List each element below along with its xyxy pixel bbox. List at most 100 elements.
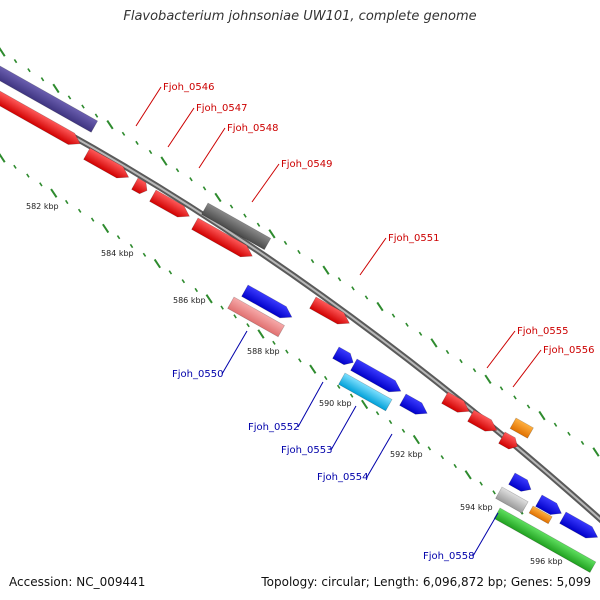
tick-mark-outer [418,331,423,336]
gene-label-leader-line [135,86,162,127]
gene-label[interactable]: Fjoh_0554 [317,472,368,483]
tick-mark-outer [553,422,558,427]
green-gene [493,507,597,573]
gene-label[interactable]: Fjoh_0547 [196,103,247,114]
tick-mark-outer [121,131,126,136]
tick-mark-inner [412,434,420,445]
gene-label[interactable]: Fjoh_0550 [172,369,223,380]
tick-mark-outer [472,368,477,373]
tick-mark-inner [361,399,369,410]
tick-mark-inner [220,305,224,310]
tick-mark-outer [27,68,31,73]
fjoh-0557-gene [508,472,532,492]
gene-label-leader-line [512,349,542,388]
tick-mark-outer [106,120,114,130]
gene-label[interactable]: Fjoh_0556 [543,345,594,356]
tick-mark-outer [580,440,585,446]
gene-label[interactable]: Fjoh_0558 [423,551,474,562]
gene-label-leader-line [330,405,357,451]
tick-mark-outer [526,404,531,409]
tick-mark-outer [13,58,18,64]
fjoh-0550-gene [241,284,293,319]
tick-mark-outer [445,349,450,355]
gene-label-leader-line [198,127,226,169]
map-title: Flavobacterium johnsoniae UW101, complet… [123,9,477,24]
fjoh-0549b-gene [191,217,253,258]
small-red-gene [498,431,518,450]
tick-mark-inner [336,384,341,389]
gene-label[interactable]: Fjoh_0549 [281,159,332,170]
blue-gene-b [535,494,562,515]
tick-mark-inner [26,173,30,178]
fjoh-0551-gene [309,296,350,325]
tick-mark-inner [349,393,354,398]
fjoh-0553-gene [350,358,402,393]
tick-mark-inner [153,258,161,269]
tick-mark-inner [401,428,406,433]
tick-mark-outer [243,213,247,218]
genome-backbone-inner [0,96,600,521]
gene-label[interactable]: Fjoh_0552 [248,422,299,433]
tick-mark-outer [160,156,168,166]
tick-mark-inner [64,199,69,205]
tick-mark-inner [375,411,380,416]
tick-mark-inner [323,375,328,381]
tick-mark-outer [337,277,342,282]
tick-mark-inner [285,349,289,354]
genes-layer [0,65,599,573]
tick-mark-outer [322,265,330,275]
tick-mark-inner [39,182,43,187]
tick-mark-inner [257,329,265,339]
tick-mark-outer [567,431,571,436]
tick-label: 592 kbp [390,450,423,459]
gene-label[interactable]: Fjoh_0553 [281,445,332,456]
tick-label: 582 kbp [26,202,59,211]
tick-mark-inner [272,340,276,345]
tick-mark-inner [205,294,213,304]
tick-mark-outer [135,140,139,146]
tick-label: 584 kbp [101,249,134,258]
tick-mark-inner [479,481,483,486]
tick-mark-outer [430,338,438,348]
gray-gene [201,202,272,251]
orange-gene-top [509,417,534,439]
tick-mark-inner [142,252,147,257]
fjoh-0547-gene [83,147,130,179]
gene-label[interactable]: Fjoh_0548 [227,123,278,134]
tick-mark-outer [67,95,72,100]
purple-gene [0,65,98,133]
tick-label: 590 kbp [319,399,352,408]
tick-mark-outer [94,113,99,118]
gene-label[interactable]: Fjoh_0551 [388,233,439,244]
lightgray-gene [495,486,529,514]
fjoh-0555-gene [441,391,470,413]
tick-mark-outer [538,410,546,421]
tick-mark-inner [77,208,82,213]
tick-mark-outer [499,386,504,391]
tick-mark-inner [50,188,58,198]
gene-label-leader-line [251,163,280,203]
fjoh-0548-gene [131,177,148,195]
tick-label: 586 kbp [173,296,206,305]
tick-mark-inner [440,455,445,460]
orange-gene-bottom [528,505,553,525]
tick-mark-outer [459,358,463,364]
tick-mark-inner [13,164,17,169]
tick-mark-outer [364,295,369,300]
gene-label[interactable]: Fjoh_0546 [163,82,214,93]
tick-mark-outer [0,47,6,57]
tick-mark-outer [513,395,517,400]
tick-mark-inner [464,470,472,480]
tick-mark-outer [229,204,234,209]
tick-label: 596 kbp [530,557,563,566]
accession-text: Accession: NC_009441 [9,575,146,589]
gene-label-leader-line [366,433,393,478]
pink-gene [227,296,285,338]
gene-label-leader-line [472,512,499,557]
tick-mark-inner [116,235,121,240]
gene-label[interactable]: Fjoh_0555 [517,326,568,337]
fjoh-0549-gene [149,189,190,218]
blue-gene-c [559,511,599,539]
tick-mark-outer [214,192,222,203]
